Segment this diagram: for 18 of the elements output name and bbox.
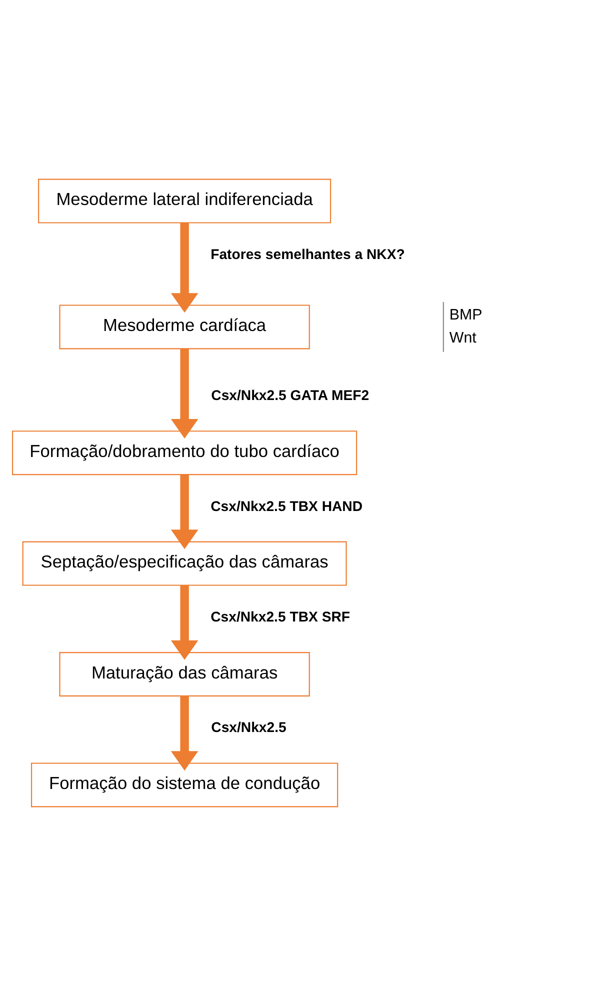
node-box: Septação/especificação das câmaras xyxy=(22,540,347,586)
edge-label: Csx/Nkx2.5 TBX SRF xyxy=(210,608,350,624)
node-box: Maturação das câmaras xyxy=(59,652,310,696)
arrow xyxy=(170,696,198,770)
edge-label: Fatores semelhantes a NKX? xyxy=(210,246,405,262)
edge-label: Csx/Nkx2.5 GATA MEF2 xyxy=(211,386,370,403)
arrow xyxy=(170,222,198,312)
edge-label: Csx/Nkx2.5 TBX HAND xyxy=(210,497,363,514)
label: Wnt xyxy=(449,328,476,346)
edge-label: Csx/Nkx2.5 xyxy=(211,718,286,735)
node-box: Formação do sistema de condução xyxy=(30,762,338,807)
node-box: Formação/dobramento do tubo cardíaco xyxy=(12,430,358,475)
node-box: Mesoderme lateral indiferenciada xyxy=(38,178,332,223)
arrow xyxy=(170,348,198,438)
arrow xyxy=(170,585,198,660)
node-box: Mesoderme cardíaca xyxy=(59,304,310,349)
arrow xyxy=(170,474,198,549)
label: BMP xyxy=(449,306,482,324)
